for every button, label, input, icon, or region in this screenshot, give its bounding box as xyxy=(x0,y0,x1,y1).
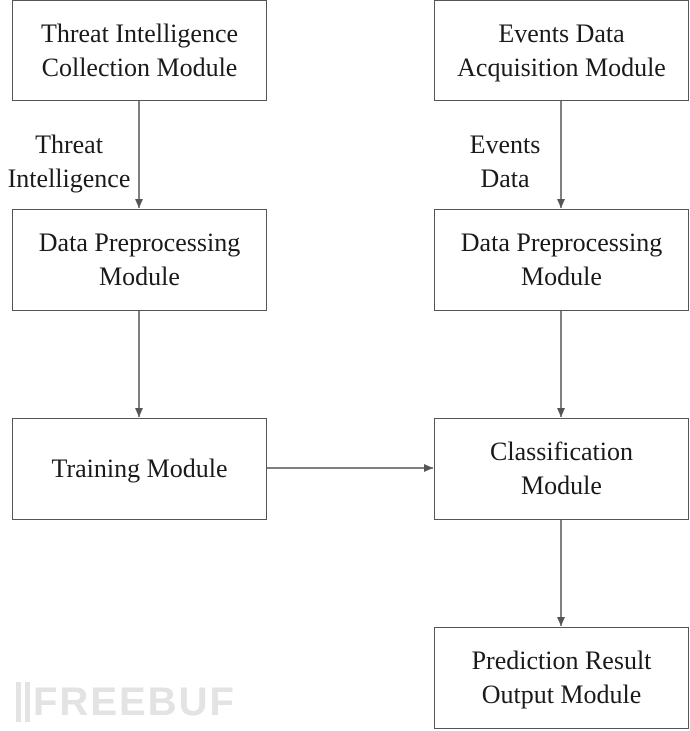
classification-module: Classification Module xyxy=(434,418,689,520)
events-data-acquisition-module: Events Data Acquisition Module xyxy=(434,0,689,101)
freebuf-watermark: FREEBUF xyxy=(15,680,236,724)
node-label-line2: Output Module xyxy=(481,680,642,709)
edge-label-line1: Events xyxy=(469,130,541,159)
node-label-line2: Acquisition Module xyxy=(457,52,666,82)
node-label-line2: Module xyxy=(521,262,602,291)
node-label-line2: Module xyxy=(99,262,180,291)
prediction-result-output-module: Prediction Result Output Module xyxy=(434,627,689,729)
edge-label-events-data: Events Data xyxy=(455,128,555,196)
node-label-line1: Events Data xyxy=(498,18,625,48)
watermark-logo-icon xyxy=(16,682,30,722)
watermark-text: FREEBUF xyxy=(33,680,236,724)
node-label-line1: Training Module xyxy=(51,454,228,483)
node-label-line1: Threat Intelligence xyxy=(40,18,239,48)
edge-label-line1: Threat xyxy=(35,130,103,159)
threat-intelligence-collection-module: Threat Intelligence Collection Module xyxy=(12,0,267,101)
training-module: Training Module xyxy=(12,418,267,520)
node-label-line2: Collection Module xyxy=(41,52,238,82)
edge-label-line2: Data xyxy=(480,164,530,193)
node-label-line1: Prediction Result xyxy=(471,646,652,675)
data-preprocessing-module-right: Data Preprocessing Module xyxy=(434,209,689,311)
node-label-line1: Data Preprocessing xyxy=(38,228,241,257)
node-label-line1: Classification xyxy=(490,437,633,466)
edge-label-threat-intelligence: Threat Intelligence xyxy=(0,128,138,196)
node-label-line2: Module xyxy=(521,471,602,500)
edge-label-line2: Intelligence xyxy=(7,164,131,193)
data-preprocessing-module-left: Data Preprocessing Module xyxy=(12,209,267,311)
node-label-line1: Data Preprocessing xyxy=(460,228,663,257)
